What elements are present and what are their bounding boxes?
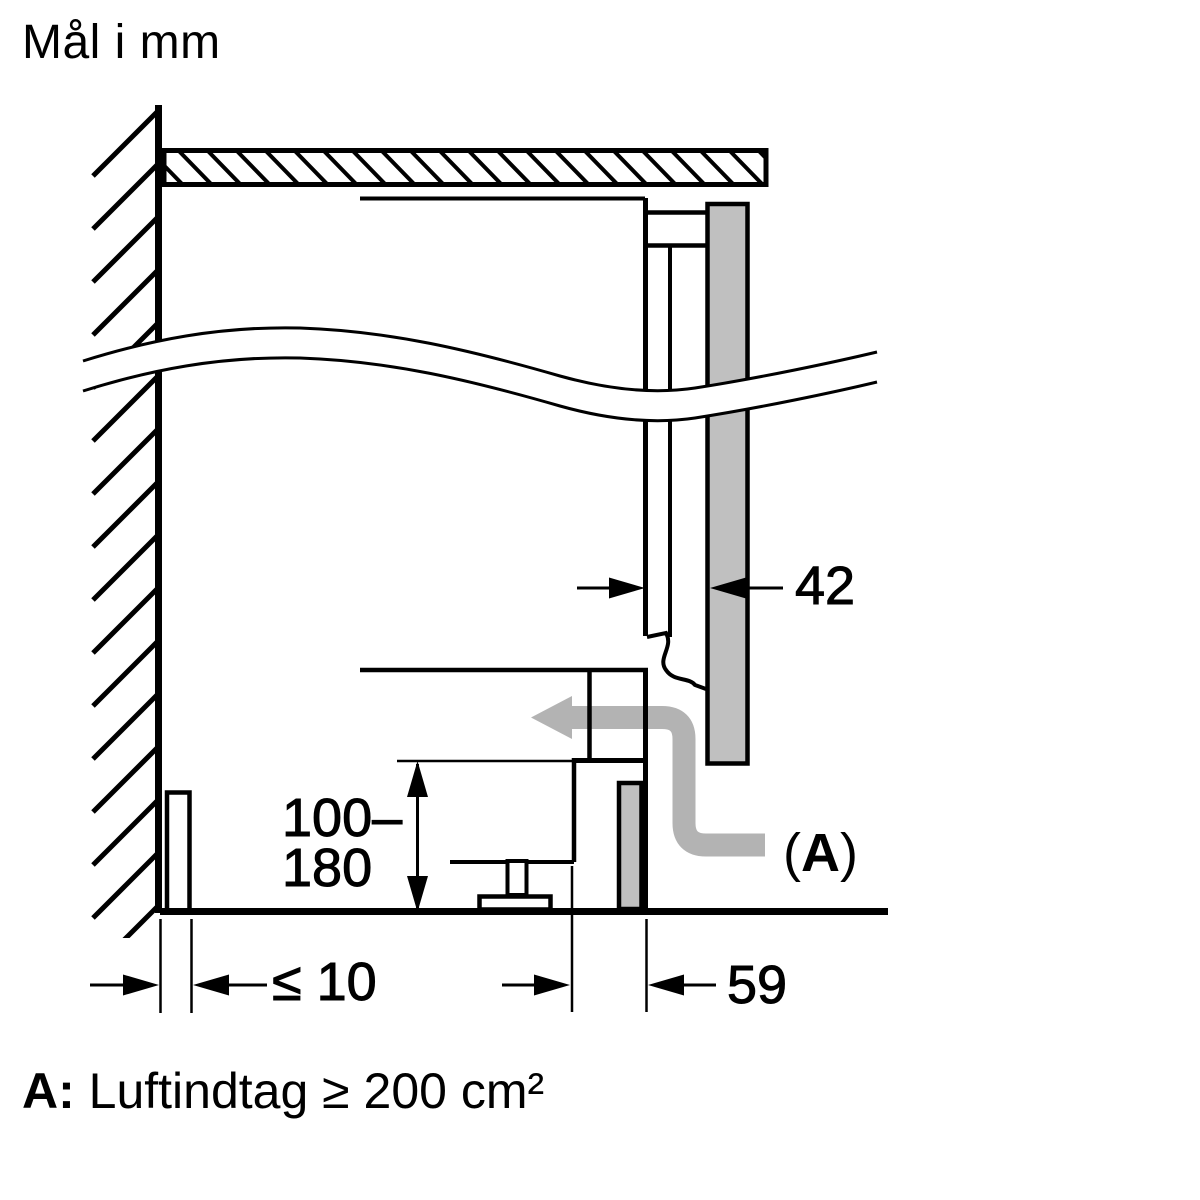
- airflow-arrowhead-icon: [531, 696, 572, 739]
- dim-label-100-180-line1: 100–: [282, 788, 402, 848]
- dim-label-100-180-line2: 180: [282, 838, 372, 898]
- footnote-prefix: A:: [22, 1063, 75, 1119]
- dimension-plinth-height: 100– 180: [282, 759, 572, 912]
- dim-arrowhead-down-icon: [407, 876, 428, 912]
- air-inlet-label: (A): [783, 823, 858, 883]
- dim-arrowhead-left-icon: [193, 974, 229, 996]
- adjustable-foot-plate: [477, 894, 553, 912]
- break-lines: [82, 326, 878, 423]
- dim-arrowhead-left-icon: [710, 577, 746, 599]
- dim-label-42: 42: [795, 556, 855, 616]
- footnote-text: Luftindtag ≥ 200 cm²: [74, 1063, 545, 1119]
- airflow-arrow-body: [570, 706, 765, 857]
- break-line-lower: [82, 356, 878, 423]
- wall-hatch: [91, 106, 162, 938]
- dim-arrowhead-right-icon: [534, 974, 570, 996]
- door-break-line: [646, 630, 707, 691]
- adjustable-foot-stem: [505, 859, 529, 897]
- dimension-panel-thickness: 42: [577, 556, 856, 617]
- wall-side-panel: [164, 790, 192, 914]
- break-band-mask: [83, 327, 877, 421]
- furniture-door-panel: [705, 201, 750, 766]
- dimension-plinth-recess: 59: [502, 866, 788, 1016]
- plinth-panel: [616, 780, 644, 912]
- countertop-outline: [161, 148, 769, 187]
- dim-label-59: 59: [727, 955, 787, 1015]
- air-inlet-footnote: A: Luftindtag ≥ 200 cm²: [22, 1066, 544, 1116]
- dim-arrowhead-left-icon: [648, 974, 684, 996]
- wall: [91, 105, 162, 938]
- page-title: Mål i mm: [22, 16, 221, 69]
- dim-arrowhead-right-icon: [609, 577, 645, 599]
- dim-label-max10: ≤ 10: [272, 952, 377, 1012]
- countertop: [161, 148, 769, 187]
- countertop-hatch: [164, 150, 766, 185]
- dim-arrowhead-right-icon: [123, 974, 159, 996]
- break-line-upper: [82, 326, 878, 393]
- cabinet-structure: [160, 196, 888, 915]
- dimension-wall-gap: ≤ 10: [90, 919, 377, 1013]
- dim-arrowhead-up-icon: [407, 761, 428, 797]
- airflow-arrow: [531, 696, 765, 857]
